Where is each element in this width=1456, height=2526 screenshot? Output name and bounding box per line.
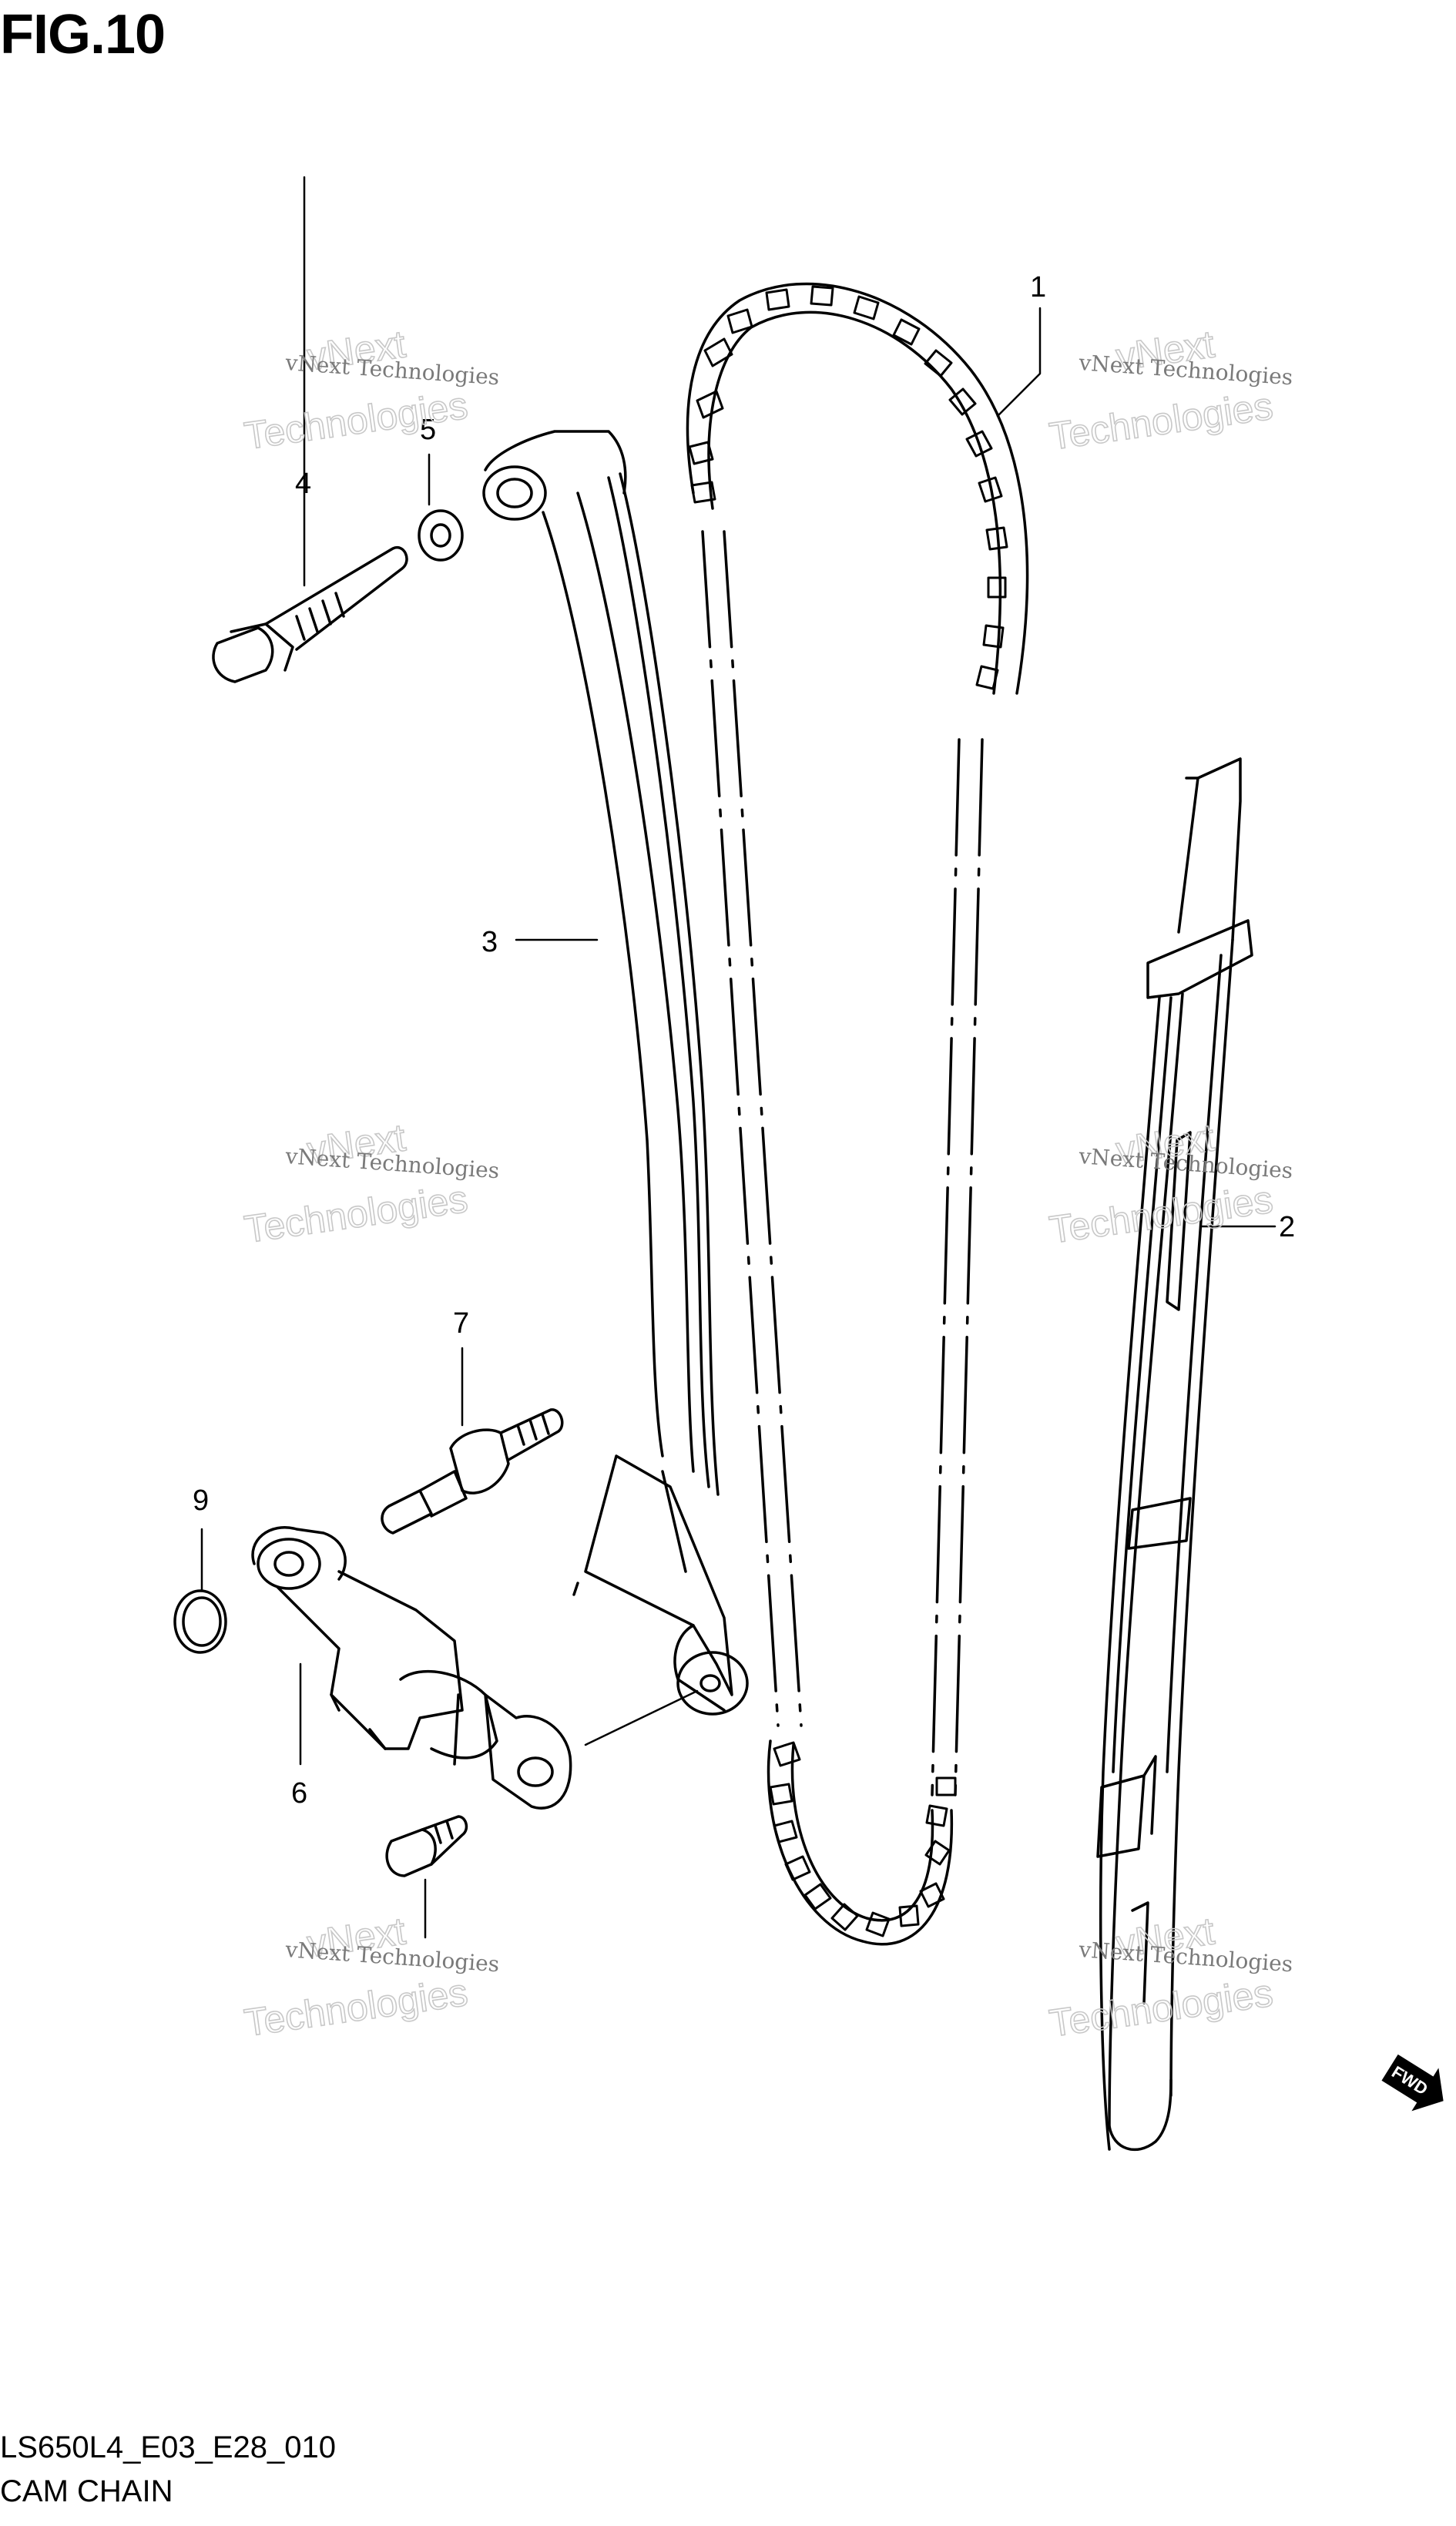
watermark-big-line2: Technologies [242,384,471,458]
tensioner-pin [381,1347,564,1535]
callout-4: 4 [295,468,311,500]
circlip [173,1528,227,1654]
chain-guide [1096,757,1277,2151]
diagram-code: LS650L4_E03_E28_010 [0,2430,336,2464]
bolt [212,176,408,683]
figure-title: FIG.10 [0,4,166,65]
tensioner-assembly [251,1526,699,1810]
diagram-name: CAM CHAIN [0,2474,173,2508]
fwd-arrow-icon: FWD [1381,2054,1444,2112]
callout-1: 1 [1030,271,1046,304]
watermark-big-line2: Technologies [242,1177,471,1251]
callout-9: 9 [193,1484,209,1517]
watermark-big-line2: Technologies [1047,1971,1276,2045]
washer [418,453,464,562]
watermark-big-line2: Technologies [1047,384,1276,458]
callout-7: 7 [453,1307,469,1340]
callout-3: 3 [481,926,498,958]
callout-5: 5 [420,414,436,446]
tensioner-bolt [385,1815,468,1939]
watermark-group: vNext Technologies vNext Technologies vN… [241,322,1293,2046]
callout-6: 6 [291,1777,307,1810]
watermark-big-line2: Technologies [242,1971,471,2045]
callout-2: 2 [1279,1211,1295,1243]
tensioner-guide [482,430,749,1716]
cam-chain [686,282,1042,1946]
